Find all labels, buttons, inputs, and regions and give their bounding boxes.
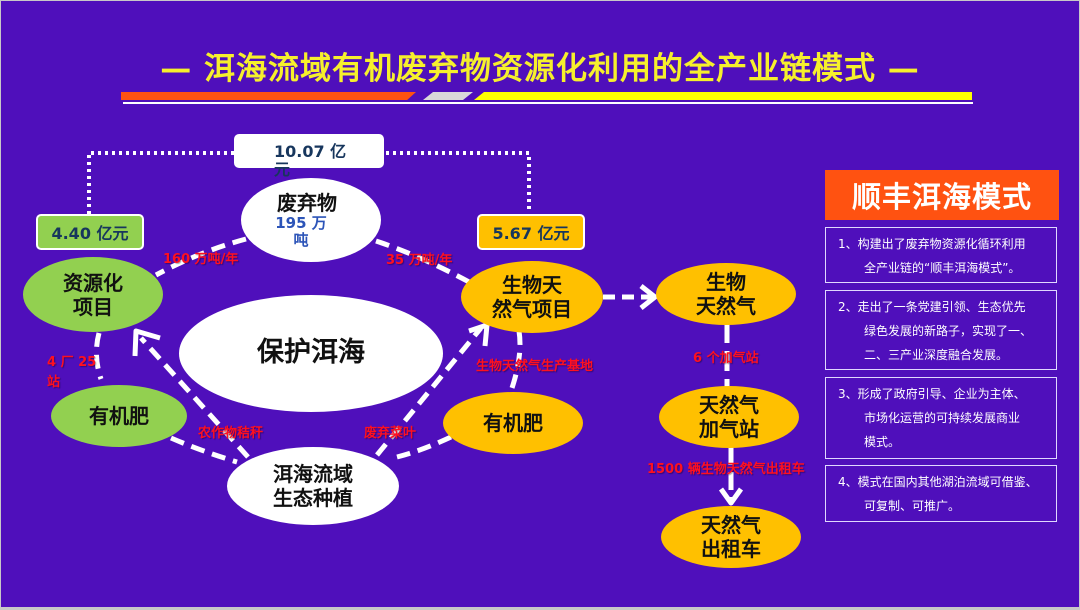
side-item-2-line-1: 2、走出了一条党建引领、生态优先 — [838, 300, 1026, 314]
title-bar-gray — [423, 92, 473, 100]
label-factories: 4 厂 25 站 — [47, 355, 97, 390]
flow-fertilizer-to-ecology — [170, 435, 238, 465]
title-bar-orange — [121, 92, 416, 100]
node-fertilizer-left: 有机肥 — [51, 385, 187, 447]
dotted-link-right — [358, 151, 531, 213]
node-resource-project: 资源化 项目 — [23, 257, 163, 332]
flow-ecology-to-biogas — [375, 326, 483, 457]
node-protect-erhai: 保护洱海 — [179, 295, 443, 412]
side-panel-heading: 顺丰洱海模式 — [825, 170, 1059, 220]
value-total: 10.07 亿元 — [274, 142, 347, 179]
node-gas-station: 天然气 加气站 — [659, 386, 799, 448]
arrowhead-biogas-right — [639, 284, 658, 310]
label-production-base: 生物天然气生产基地 — [476, 359, 594, 374]
node-taxi: 天然气 出租车 — [661, 506, 801, 568]
arrowhead-taxi — [718, 487, 744, 506]
side-item-3-line-1: 3、形成了政府引导、企业为主体、 — [838, 387, 1026, 401]
label-taxis: 1500 辆生物天然气出租车 — [647, 462, 805, 477]
side-item-2-line-3: 二、三产业深度融合发展。 — [864, 348, 1009, 362]
label-to-biogas: 35 万吨/年 — [386, 253, 453, 268]
flow-resource-to-fertilizer — [93, 332, 104, 380]
side-item-2-line-2: 绿色发展的新路子，实现了一、 — [864, 324, 1033, 338]
value-biogas: 5.67 亿元 — [492, 224, 570, 243]
label-leaves: 废弃菜叶 — [364, 426, 417, 441]
title-underline — [123, 102, 973, 104]
flow-rfertilizer-to-ecology — [396, 434, 453, 460]
side-item-4-line-2: 可复制、可推广。 — [864, 499, 961, 513]
node-bio-gas: 生物 天然气 — [656, 263, 796, 325]
side-item-3-line-2: 市场化运营的可持续发展商业 — [864, 411, 1021, 425]
flow-waste-to-biogas — [375, 238, 473, 286]
node-waste: 废弃物 195 万吨 — [241, 178, 381, 262]
slide-title: — 洱海流域有机废弃物资源化利用的全产业链模式 — — [160, 51, 920, 87]
side-item-3-line-3: 模式。 — [864, 435, 901, 449]
arrowhead-resource — [132, 328, 161, 357]
side-item-1: 1、构建出了废弃物资源化循环利用 全产业链的“顺丰洱海模式”。 — [825, 227, 1057, 283]
node-waste-amount: 195 万吨 — [275, 213, 327, 249]
side-item-4: 4、模式在国内其他湖泊流域可借鉴、 可复制、可推广。 — [825, 465, 1057, 522]
flow-waste-to-resource — [154, 236, 247, 278]
label-stations: 6 个加气站 — [693, 351, 759, 366]
flow-biogas-to-fertilizer — [508, 330, 523, 392]
side-item-1-line-1: 1、构建出了废弃物资源化循环利用 — [838, 237, 1026, 251]
node-fertilizer-right: 有机肥 — [443, 392, 583, 454]
label-straw: 农作物秸秆 — [198, 426, 264, 441]
side-item-1-line-2: 全产业链的“顺丰洱海模式”。 — [864, 261, 1021, 275]
value-box-total: 10.07 亿元 — [234, 134, 384, 178]
side-item-3: 3、形成了政府引导、企业为主体、 市场化运营的可持续发展商业 模式。 — [825, 377, 1057, 459]
label-to-resource: 160 万吨/年 — [163, 252, 239, 267]
flow-ecology-to-resource — [139, 336, 250, 459]
value-box-biogas: 5.67 亿元 — [477, 214, 585, 250]
value-resource: 4.40 亿元 — [51, 224, 129, 243]
value-box-resource: 4.40 亿元 — [36, 214, 144, 250]
node-waste-label: 废弃物 — [277, 190, 337, 215]
node-ecology-planting: 洱海流域 生态种植 — [227, 447, 399, 525]
side-item-4-line-1: 4、模式在国内其他湖泊流域可借鉴、 — [838, 475, 1038, 489]
side-item-2: 2、走出了一条党建引领、生态优先 绿色发展的新路子，实现了一、 二、三产业深度融… — [825, 290, 1057, 370]
title-bar-yellow — [474, 92, 972, 100]
node-biogas-project: 生物天 然气项目 — [461, 261, 603, 333]
dotted-link-left — [87, 151, 235, 214]
